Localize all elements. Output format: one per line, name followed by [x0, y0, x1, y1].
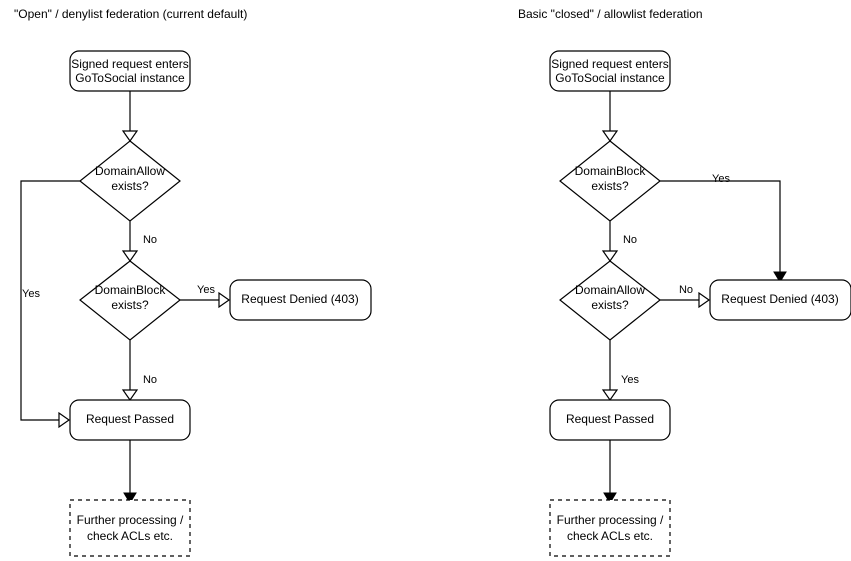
- edge-start-to-domainallow: [121, 91, 139, 143]
- arrowhead-filled: [123, 492, 137, 504]
- panel-allowlist: Basic "closed" / allowlist federation Si…: [518, 7, 851, 557]
- node-further-line1: Further processing /: [557, 513, 664, 527]
- node-further-processing-denylist: Further processing / check ACLs etc.: [69, 499, 191, 557]
- node-request-denied-denylist: Request Denied (403): [229, 279, 372, 321]
- arrowhead-open: [58, 411, 71, 429]
- edge-domainblock-no-to-passed: No: [121, 340, 157, 402]
- panel-title-denylist: "Open" / denylist federation (current de…: [14, 7, 247, 21]
- edge-label-no: No: [143, 374, 157, 386]
- edge-domainblock-no-to-domainallow: No: [601, 221, 637, 263]
- edge-domainallow-yes-to-passed: Yes: [20, 180, 80, 429]
- node-denied-shape: [229, 279, 372, 321]
- edge-label-no: No: [143, 234, 157, 246]
- edge-passed-to-further: [123, 440, 137, 504]
- arrowhead-filled: [603, 492, 617, 504]
- node-further-line2: check ACLs etc.: [567, 529, 653, 543]
- node-start-line1: Signed request enters: [551, 57, 668, 71]
- node-further-shape: [69, 499, 191, 557]
- node-further-line1: Further processing /: [77, 513, 184, 527]
- edge-label-yes: Yes: [197, 284, 215, 296]
- node-denied-label: Request Denied (403): [241, 292, 358, 306]
- panel-denylist: "Open" / denylist federation (current de…: [14, 7, 372, 557]
- edge-label-no: No: [679, 284, 693, 296]
- node-passed-label: Request Passed: [86, 412, 174, 426]
- node-further-line2: check ACLs etc.: [87, 529, 173, 543]
- edge-label-no: No: [623, 234, 637, 246]
- edge-label-yes: Yes: [22, 288, 40, 300]
- edge-line: [660, 180, 781, 272]
- node-denied-shape: [709, 279, 851, 321]
- node-request-passed-allowlist: Request Passed: [549, 399, 671, 441]
- edge-line: [20, 180, 80, 421]
- arrowhead-open: [121, 389, 139, 402]
- node-start-line2: GoToSocial instance: [555, 71, 665, 85]
- panel-title-allowlist: Basic "closed" / allowlist federation: [518, 7, 703, 21]
- arrowhead-open: [601, 250, 619, 263]
- node-start-allowlist: Signed request enters GoToSocial instanc…: [549, 50, 671, 92]
- arrowhead-open: [698, 291, 711, 309]
- node-request-denied-allowlist: Request Denied (403): [709, 279, 851, 321]
- arrowhead-filled: [773, 271, 787, 283]
- node-decision-domainallow-denylist: DomainAllow exists?: [79, 140, 181, 222]
- node-decision-domainblock-denylist: DomainBlock exists?: [79, 260, 181, 341]
- decision-label-line1: DomainBlock: [575, 164, 647, 178]
- node-start-line2: GoToSocial instance: [75, 71, 185, 85]
- arrowhead-open: [601, 130, 619, 143]
- arrowhead-open: [601, 389, 619, 402]
- edge-passed-to-further: [603, 440, 617, 504]
- node-passed-label: Request Passed: [566, 412, 654, 426]
- decision-label-line2: exists?: [591, 298, 629, 312]
- arrowhead-open: [121, 250, 139, 263]
- decision-label-line2: exists?: [111, 179, 149, 193]
- node-start-line1: Signed request enters: [71, 57, 188, 71]
- node-further-processing-allowlist: Further processing / check ACLs etc.: [549, 499, 671, 557]
- decision-label-line2: exists?: [591, 179, 629, 193]
- decision-label-line2: exists?: [111, 298, 149, 312]
- node-start-denylist: Signed request enters GoToSocial instanc…: [69, 50, 191, 92]
- decision-label-line1: DomainBlock: [95, 283, 167, 297]
- edge-domainblock-yes-to-denied: Yes: [180, 284, 231, 309]
- decision-label-line1: DomainAllow: [95, 164, 165, 178]
- node-decision-domainblock-allowlist: DomainBlock exists?: [559, 140, 661, 222]
- edge-domainallow-no-to-domainblock: No: [121, 221, 157, 263]
- node-denied-label: Request Denied (403): [721, 292, 838, 306]
- edge-domainblock-yes-to-denied: Yes: [660, 173, 787, 283]
- edge-label-yes: Yes: [621, 374, 639, 386]
- edge-label-yes: Yes: [712, 173, 730, 185]
- node-further-shape: [549, 499, 671, 557]
- arrowhead-open: [121, 130, 139, 143]
- edge-start-to-domainblock: [601, 91, 619, 143]
- arrowhead-open: [218, 291, 231, 309]
- edge-domainallow-yes-to-passed: Yes: [601, 340, 639, 402]
- node-decision-domainallow-allowlist: DomainAllow exists?: [559, 260, 661, 341]
- edge-domainallow-no-to-denied: No: [660, 284, 711, 309]
- node-request-passed-denylist: Request Passed: [69, 399, 191, 441]
- decision-label-line1: DomainAllow: [575, 283, 645, 297]
